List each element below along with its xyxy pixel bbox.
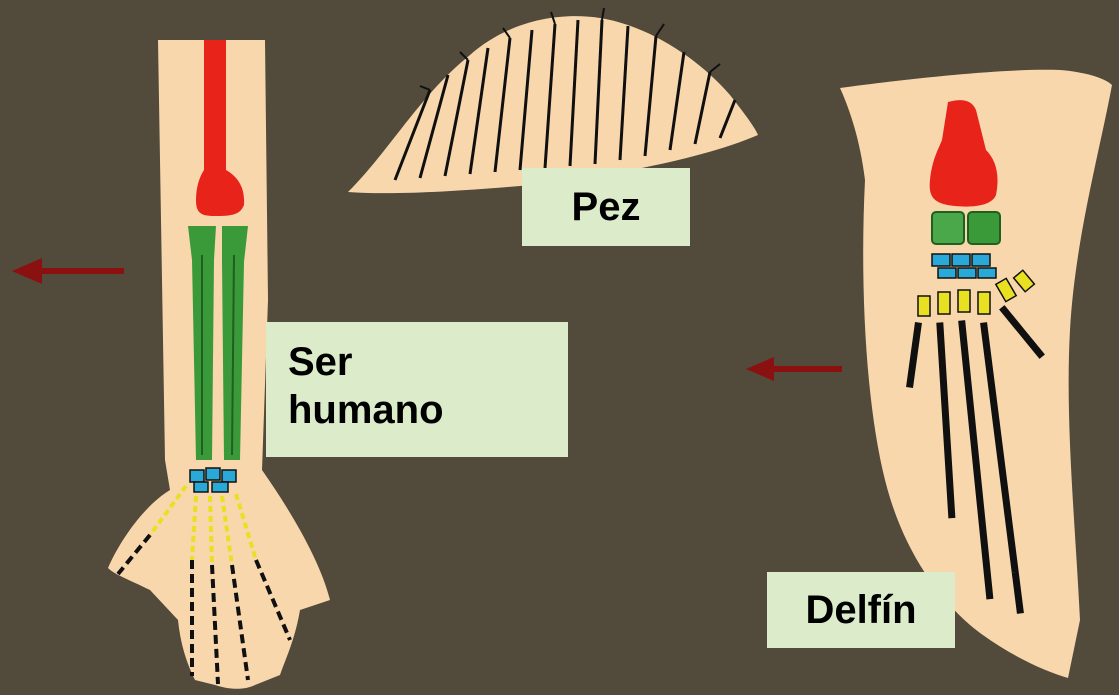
- dolphin-ulna: [968, 212, 1000, 244]
- dolphin-label: Delfín: [767, 572, 955, 648]
- dolphin-carpals: [932, 254, 996, 278]
- human-label: Ser humano: [266, 322, 568, 457]
- fish-label: Pez: [522, 168, 690, 246]
- arrow-left-icon: [12, 258, 124, 284]
- dolphin-radius: [932, 212, 964, 244]
- arrow-left-icon: [746, 357, 842, 381]
- fish-fin: [348, 8, 758, 193]
